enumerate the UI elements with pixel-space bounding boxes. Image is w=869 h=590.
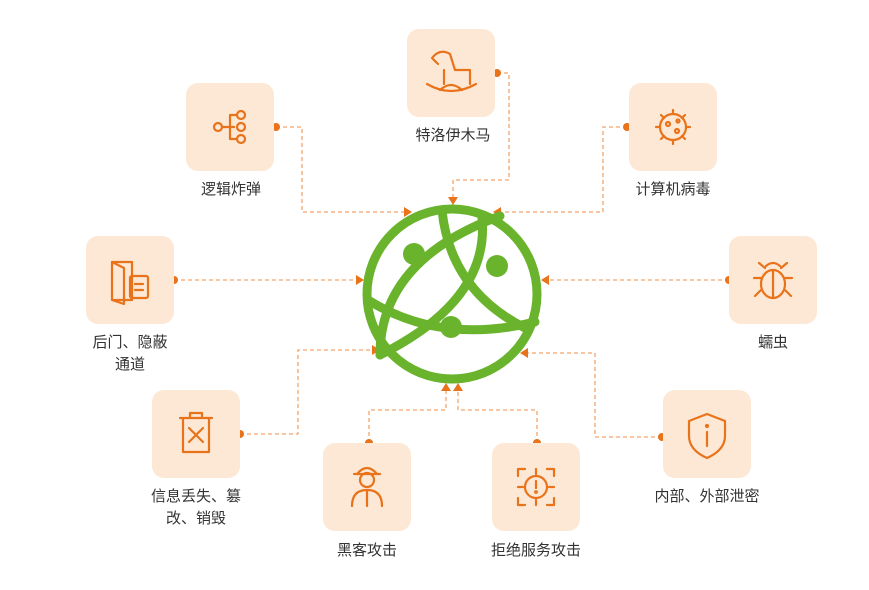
label-line-2: 通道 <box>114 355 146 373</box>
rocking-horse-icon <box>425 50 478 93</box>
virus-icon <box>654 108 692 146</box>
alert-target-icon <box>516 467 556 507</box>
label-logic-bomb: 逻辑炸弹 <box>200 180 262 198</box>
label-line-1: 后门、隐蔽 <box>92 333 168 351</box>
threat-box-virus <box>629 83 717 171</box>
threat-box-worm <box>729 236 817 324</box>
shield-info-icon <box>687 412 727 460</box>
threat-box-hacker <box>323 443 411 531</box>
bug-icon <box>752 261 794 300</box>
threat-box-insider <box>663 390 751 478</box>
threat-box-dos <box>492 443 580 531</box>
threat-box-backdoor <box>86 236 174 324</box>
hacker-icon <box>350 466 384 508</box>
trash-icon <box>178 411 214 454</box>
label-hacker: 黑客攻击 <box>336 541 398 559</box>
label-backdoor: 后门、隐蔽通道 <box>92 331 167 375</box>
label-insider: 内部、外部泄密 <box>654 487 760 505</box>
door-icon <box>110 260 150 306</box>
label-virus: 计算机病毒 <box>635 180 711 198</box>
threat-box-logic-bomb <box>186 83 274 171</box>
hierarchy-icon <box>212 109 247 145</box>
label-line-1: 信息丢失、篡 <box>150 487 242 505</box>
label-dos: 拒绝服务攻击 <box>490 541 582 559</box>
threat-box-data-loss <box>152 390 240 478</box>
threat-box-trojan <box>407 29 495 117</box>
label-worm: 蠕虫 <box>757 333 789 351</box>
label-data-loss: 信息丢失、篡改、销毁 <box>151 485 241 529</box>
globe-network-icon <box>362 204 542 384</box>
label-line-2: 改、销毁 <box>165 509 227 527</box>
label-trojan: 特洛伊木马 <box>415 126 491 144</box>
